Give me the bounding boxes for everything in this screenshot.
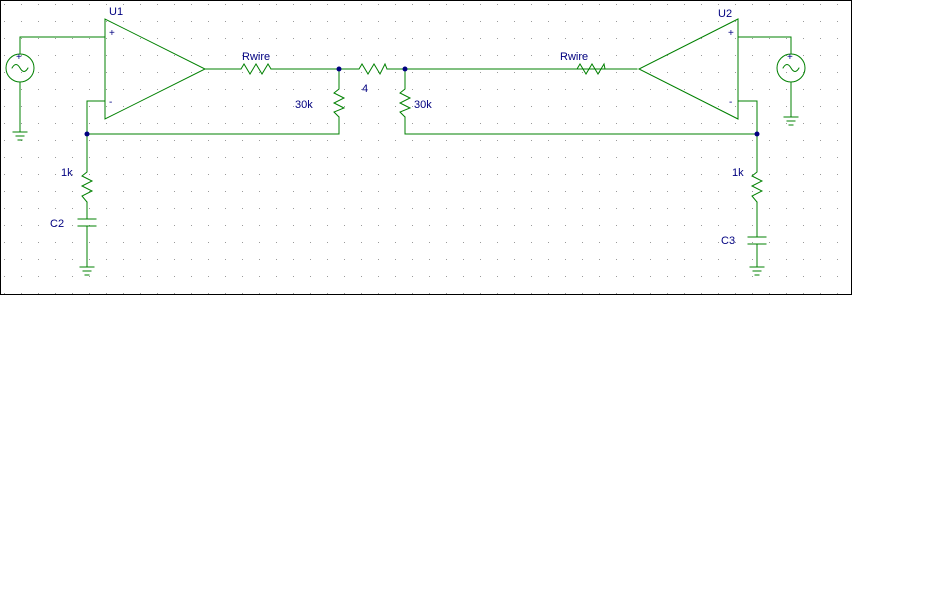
resistor-zigzag [572, 62, 606, 75]
ground-icon [749, 266, 765, 276]
junction-dot [84, 131, 90, 137]
opamp-triangle [637, 18, 739, 120]
resistor-rwire-left[interactable]: Rwire [236, 51, 272, 75]
resistor-zigzag [398, 84, 412, 118]
source-plus-label: + [787, 52, 793, 63]
resistor-zigzag [80, 167, 94, 203]
source-plus-label: + [16, 52, 22, 63]
grid-background [2, 2, 852, 295]
resistor-1k-right[interactable]: 1k [732, 167, 764, 203]
opamp-minus-label: - [109, 97, 112, 108]
schematic-canvas[interactable]: + - U1 + - U2 Rwire 4 30k 30k 1k Rwire 1… [0, 0, 852, 295]
junction-dot [754, 131, 760, 137]
resistor-label: 1k [61, 167, 73, 179]
sine-wave-icon [782, 64, 800, 72]
resistor-label: 30k [414, 99, 432, 111]
wire [86, 116, 340, 135]
resistor-label: Rwire [242, 51, 270, 63]
opamp-minus-label: - [729, 97, 732, 108]
wires [19, 36, 792, 268]
resistor-label: 1k [732, 167, 744, 179]
ac-source-icon [776, 53, 806, 83]
capacitor-label: C2 [50, 218, 64, 230]
opamp-plus-label: + [728, 28, 734, 39]
capacitor-label: C3 [721, 235, 735, 247]
ac-source-left[interactable]: + [5, 52, 35, 83]
resistor-label: 30k [295, 99, 313, 111]
resistor-rwire-right[interactable]: Rwire [560, 51, 606, 75]
junction-dot [336, 66, 342, 72]
resistor-1k-left[interactable]: 1k [61, 167, 94, 203]
resistor-zigzag [236, 63, 272, 75]
circuit-diagram: + - U1 + - U2 Rwire 4 30k 30k 1k Rwire 1… [2, 2, 852, 295]
opamp-plus-label: + [109, 28, 115, 39]
opamp-ref-label: U1 [109, 6, 123, 18]
resistor-4[interactable]: 4 [356, 62, 388, 95]
resistor-zigzag [356, 62, 388, 76]
resistor-30k-right[interactable]: 30k [398, 84, 432, 118]
opamp-u1[interactable]: + - U1 [104, 6, 207, 120]
resistor-zigzag [332, 84, 346, 118]
wire [737, 36, 792, 55]
wire [737, 100, 758, 135]
ground-icon [12, 131, 28, 141]
opamp-triangle [104, 18, 207, 120]
capacitor-c2[interactable]: C2 [50, 218, 97, 230]
resistor-zigzag [750, 167, 764, 203]
junctions [84, 66, 760, 137]
resistor-label: 4 [362, 83, 368, 95]
capacitor-c3[interactable]: C3 [721, 235, 767, 247]
ground-icon [79, 266, 95, 276]
wire [86, 100, 106, 135]
ac-source-icon [5, 53, 35, 83]
ground-icon [783, 116, 799, 126]
junction-dot [402, 66, 408, 72]
wire [19, 36, 106, 55]
ac-source-right[interactable]: + [776, 52, 806, 83]
opamp-u2[interactable]: + - U2 [637, 8, 739, 120]
wire [404, 116, 758, 135]
resistor-30k-left[interactable]: 30k [295, 84, 346, 118]
resistor-label: Rwire [560, 51, 588, 63]
opamp-ref-label: U2 [718, 8, 732, 20]
sine-wave-icon [11, 64, 29, 72]
